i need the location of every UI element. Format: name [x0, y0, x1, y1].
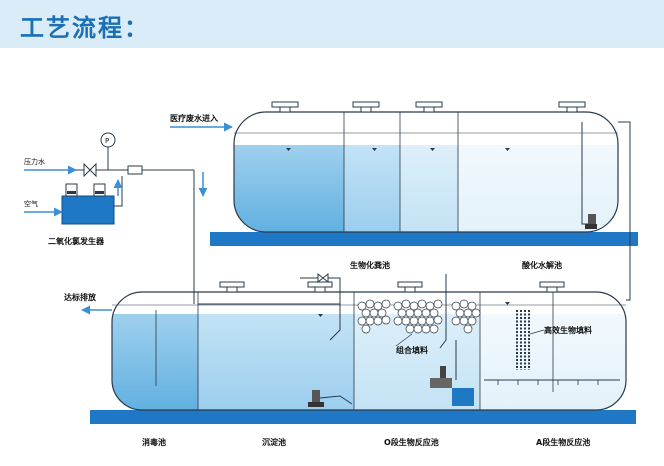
- label-air: 空气: [24, 199, 38, 208]
- lower-tank: [90, 272, 636, 424]
- upper-base: [210, 232, 638, 246]
- transfer-pipe: [618, 121, 631, 301]
- label-pressure-water: 压力水: [24, 157, 45, 166]
- flow-meter-icon: [127, 165, 143, 175]
- valve-icon: [83, 162, 97, 178]
- lower-base: [90, 410, 636, 424]
- label-filler-combo: 组合填料: [396, 345, 428, 355]
- high-efficiency-filler: [516, 310, 530, 370]
- combination-filler: [357, 299, 481, 334]
- label-settle: 沉淀池: [262, 437, 286, 447]
- upper-water-3: [400, 145, 458, 232]
- upper-pump: [585, 214, 597, 229]
- lower-valve-icon: [317, 272, 329, 284]
- label-disinfect: 消毒池: [142, 437, 166, 447]
- label-o-stage: O段生物反应池: [384, 437, 439, 447]
- upper-water-1: [234, 145, 344, 232]
- lower-water-2: [198, 314, 354, 410]
- label-inlet: 医疗废水进入: [170, 113, 218, 123]
- gauge-label: P: [105, 137, 109, 145]
- label-generator: 二氧化氯发生器: [48, 236, 105, 246]
- upper-water-2: [344, 145, 400, 232]
- label-bio-septic: 生物化粪池: [350, 260, 390, 270]
- label-filler-high: 高效生物填料: [544, 325, 592, 335]
- o-stage-blower: [430, 366, 474, 406]
- upper-manholes: [271, 101, 586, 113]
- label-outlet: 达标排放: [64, 292, 97, 302]
- pressure-gauge-icon: [100, 132, 116, 148]
- lower-water-1: [112, 314, 198, 410]
- label-a-stage: A段生物反应池: [536, 437, 590, 447]
- settle-pump: [308, 390, 353, 407]
- title-bar: 工艺流程：: [0, 0, 664, 48]
- lower-tank-body: [111, 291, 627, 411]
- upper-tank: [210, 101, 638, 246]
- chlorine-dioxide-generator: [61, 183, 115, 225]
- label-acid-tank: 酸化水解池: [522, 260, 562, 270]
- page-title: 工艺流程：: [20, 14, 150, 42]
